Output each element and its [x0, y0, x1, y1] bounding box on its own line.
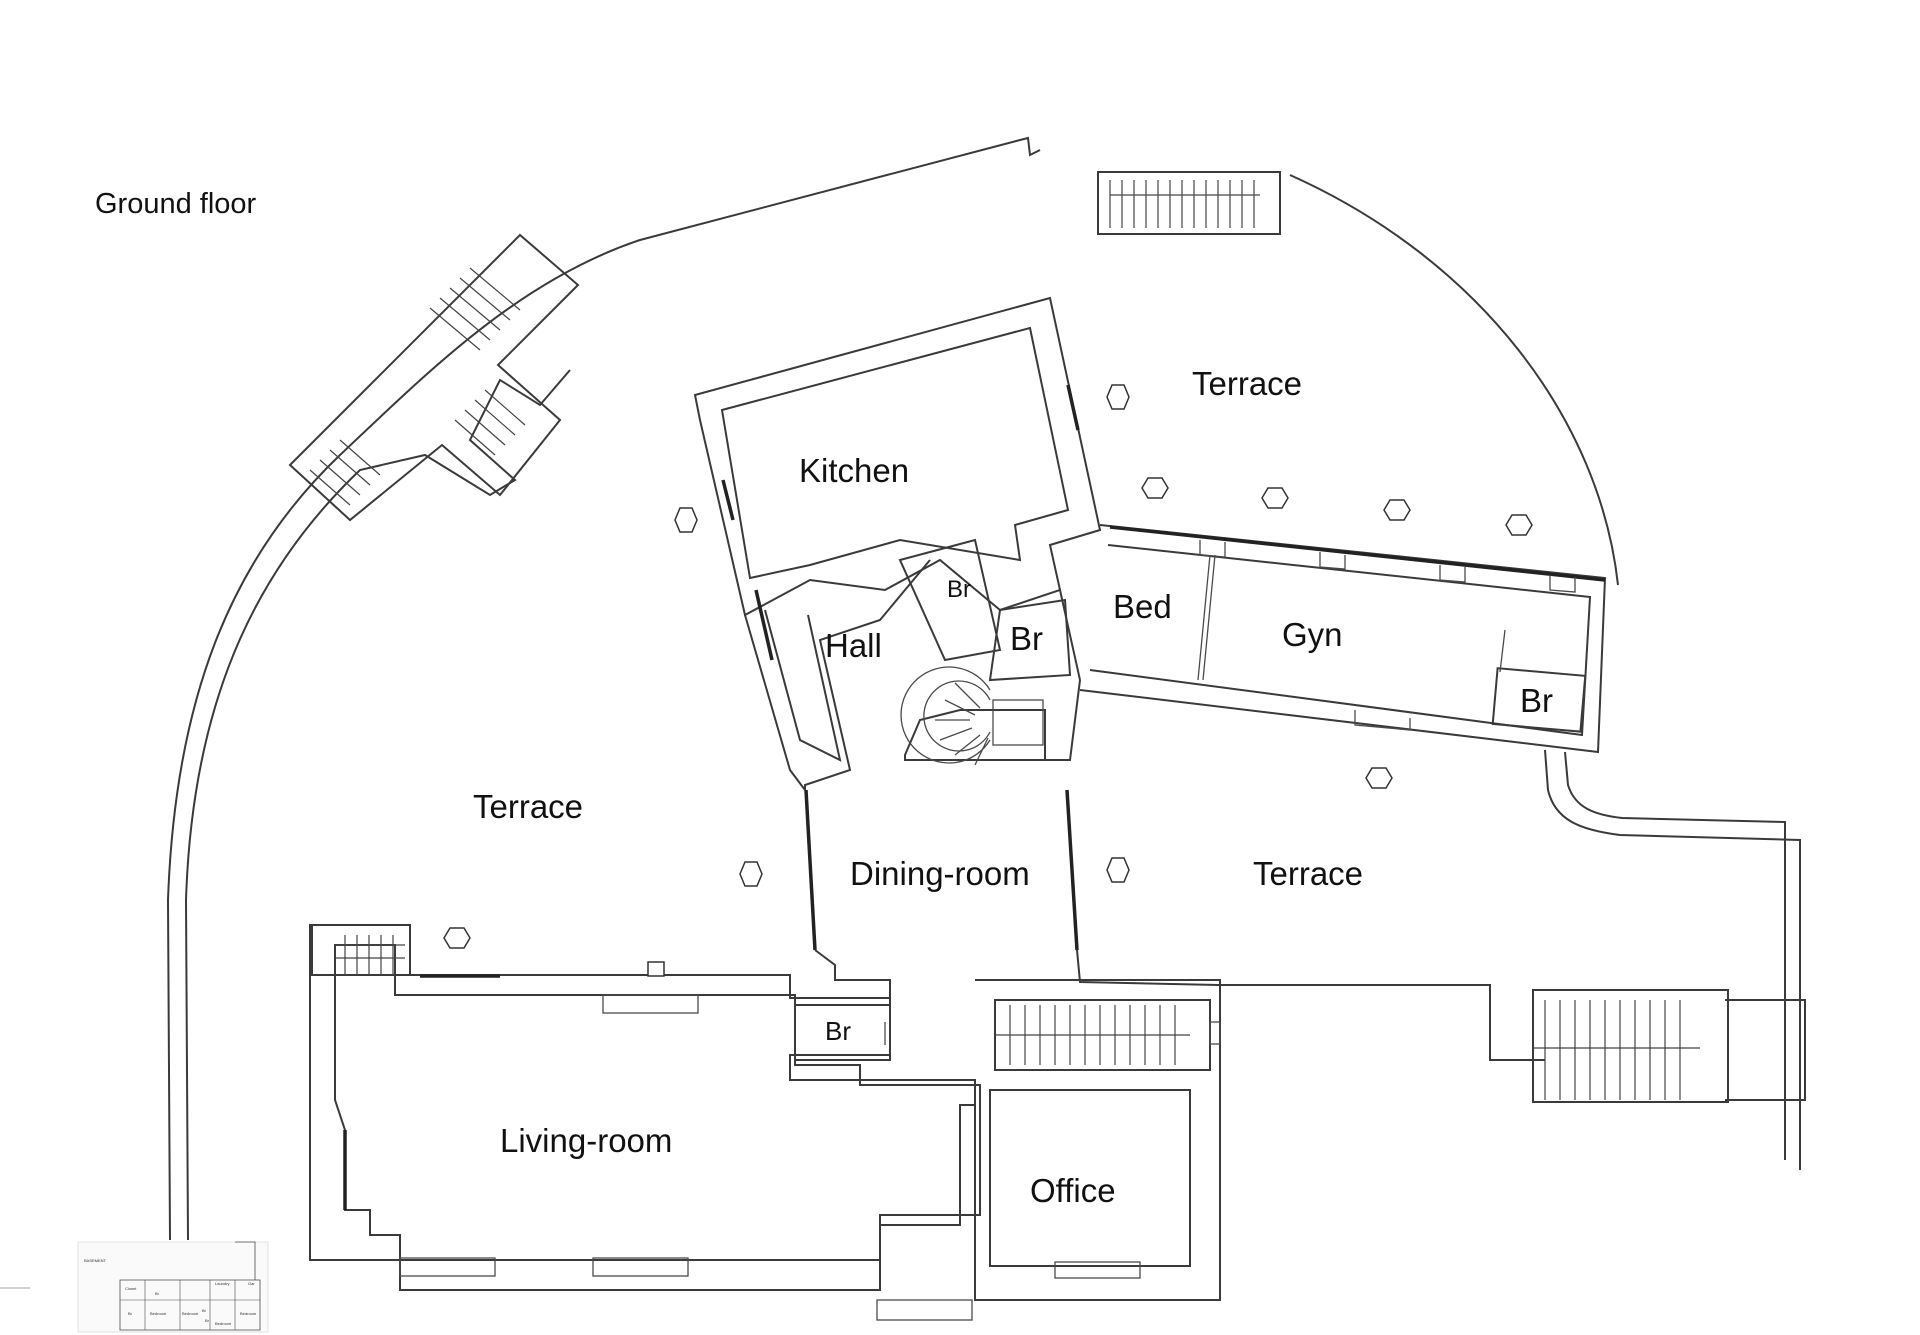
thumbnail-label-6: Bedroom	[182, 1311, 199, 1316]
room-label-living: Living-room	[500, 1122, 672, 1159]
thumbnail-label-8: Bedroom	[215, 1321, 232, 1326]
stair-lower-right	[1532, 989, 1806, 1103]
exterior-lamps	[443, 384, 1533, 977]
basement-thumbnail: BASEMENT Closet Br Laundry Gar Bedroom B…	[0, 1241, 269, 1333]
thumbnail-label-4: Gar	[248, 1281, 255, 1286]
outer-boundary-right	[1289, 174, 1619, 586]
kitchen-block	[693, 296, 1102, 617]
room-label-br-living: Br	[825, 1016, 851, 1046]
thumbnail-title: BASEMENT	[84, 1258, 107, 1263]
thumbnail-label-10: Br	[128, 1311, 133, 1316]
outer-boundary-inner	[184, 369, 571, 1241]
thumbnail-label-2: Br	[155, 1291, 160, 1296]
room-label-terrace-top: Terrace	[1192, 365, 1302, 402]
thumbnail-label-3: Laundry	[215, 1281, 229, 1286]
room-label-br-top-small: Br	[947, 576, 971, 603]
room-label-terrace-left: Terrace	[473, 788, 583, 825]
thumbnail-label-7: Br	[202, 1308, 207, 1313]
room-label-gym: Gyn	[1282, 616, 1343, 653]
room-label-br-center: Br	[1010, 620, 1043, 657]
room-label-bed: Bed	[1113, 588, 1172, 625]
room-label-terrace-right: Terrace	[1253, 855, 1363, 892]
room-label-br-east: Br	[1520, 682, 1553, 719]
thumbnail-label-11: Br	[205, 1318, 210, 1323]
right-path	[1544, 749, 1801, 1170]
stair-upper-left	[288, 233, 580, 522]
thumbnail-label-1: Closet	[125, 1286, 137, 1291]
room-label-hall: Hall	[825, 627, 882, 664]
outer-boundary	[166, 136, 1041, 1241]
room-label-kitchen: Kitchen	[799, 452, 909, 489]
east-wing	[1079, 524, 1607, 754]
spiral-stair	[900, 666, 1044, 766]
floor-title: Ground floor	[95, 188, 257, 220]
thumbnail-label-5: Bedroom	[150, 1311, 167, 1316]
right-path-inner	[1564, 751, 1786, 1160]
hall-block	[744, 538, 1082, 793]
thumbnail-label-9: Bedroom	[240, 1311, 257, 1316]
room-label-office: Office	[1030, 1172, 1116, 1209]
stair-top	[1097, 171, 1281, 235]
room-label-dining: Dining-room	[850, 855, 1030, 892]
office-block	[974, 979, 1221, 1301]
